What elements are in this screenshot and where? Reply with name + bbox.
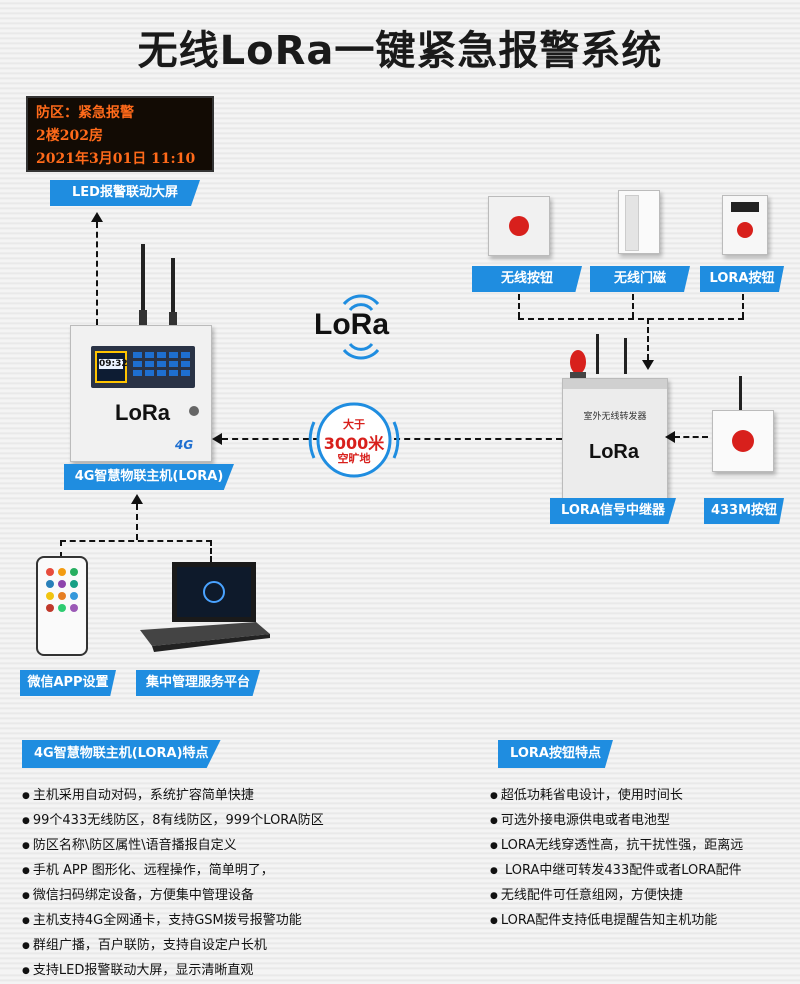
list-item: 无线配件可任意组网，方便快捷 (490, 884, 743, 909)
connector-led-host (96, 222, 98, 325)
distance-value: 3000米 (323, 434, 385, 453)
arrow-up-icon (131, 494, 143, 504)
connector-repeater-host (222, 438, 562, 440)
alarm-button-icon (737, 222, 753, 238)
list-item: 主机采用自动对码，系统扩容简单快捷 (22, 784, 324, 809)
page-title: 无线LoRa一键紧急报警系统 (137, 28, 663, 74)
connector-top-bus (518, 318, 744, 320)
led-line-room: 2楼202房 (36, 128, 103, 144)
laptop-device (132, 560, 272, 660)
connector-clients-bus (60, 540, 212, 542)
alarm-button-icon (509, 216, 529, 236)
list-item: 主机支持4G全网通卡，支持GSM拨号报警功能 (22, 909, 324, 934)
button-433-antenna (736, 376, 746, 414)
host-display: 09:32 (95, 351, 128, 383)
door-sensor-device (618, 190, 660, 254)
arrow-up-icon (91, 212, 103, 222)
door-sensor-part (625, 195, 639, 251)
host-keypad (133, 352, 191, 388)
app-grid-icon (46, 568, 78, 612)
list-item: 群组广播，百户联防，支持自设定户长机 (22, 934, 324, 959)
lora-button-device (722, 195, 768, 255)
wechat-app-label: 微信APP设置 (20, 670, 116, 696)
management-platform-label: 集中管理服务平台 (136, 670, 260, 696)
arrow-left-icon (212, 433, 222, 445)
wireless-button-device (488, 196, 550, 256)
lora-logo: LoRa (306, 292, 416, 362)
repeater-device: 室外无线转发器 LoRa (562, 378, 668, 502)
list-item: LORA无线穿透性高，抗干扰性强，距离远 (490, 834, 743, 859)
repeater-lora-logo: LoRa (589, 441, 639, 463)
repeater-cap (563, 379, 667, 389)
wireless-button-label: 无线按钮 (472, 266, 582, 292)
signal-waves-icon (342, 294, 380, 360)
list-item: 防区名称\防区属性\语音播报自定义 (22, 834, 324, 859)
signal-ring-icon (308, 402, 400, 478)
led-display-label: LED报警联动大屏 (50, 180, 200, 206)
connector-laptop (210, 540, 212, 562)
connector-wireless-button (518, 294, 520, 318)
host-features-list: 主机采用自动对码，系统扩容简单快捷 99个433无线防区，8有线防区，999个L… (22, 784, 324, 984)
host-lora-logo: LoRa (115, 400, 170, 425)
connector-bus-repeater (647, 318, 649, 360)
button-433-device (712, 410, 774, 472)
connector-door-sensor (632, 294, 634, 318)
lora-button-label: LORA按钮 (700, 266, 784, 292)
repeater-label: LORA信号中继器 (550, 498, 676, 524)
list-item: LORA中继可转发433配件或者LORA配件 (490, 859, 743, 884)
lora-logo-text: LoRa (314, 308, 389, 341)
host-antennas (131, 240, 191, 330)
distance-more-than: 大于 (343, 418, 365, 431)
connector-clients-host (136, 504, 138, 540)
alarm-button-icon (732, 430, 754, 452)
list-item: 手机 APP 图形化、远程操作，简单明了， (22, 859, 324, 884)
repeater-top (566, 330, 666, 380)
distance-badge: 大于 3000米 空旷地 (306, 392, 402, 488)
arrow-left-icon (665, 431, 675, 443)
button-features-heading: LORA按钮特点 (498, 740, 613, 768)
connector-lora-button (742, 294, 744, 318)
repeater-caption: 室外无线转发器 (583, 412, 647, 422)
arrow-down-icon (642, 360, 654, 370)
button-433-label: 433M按钮 (704, 498, 784, 524)
led-line-datetime: 2021年3月01日 11:10 (36, 151, 196, 167)
connector-433-repeater (674, 436, 708, 438)
distance-open-area: 空旷地 (337, 452, 371, 465)
list-item: LORA配件支持低电提醒告知主机功能 (490, 909, 743, 934)
list-item: 99个433无线防区，8有线防区，999个LORA防区 (22, 809, 324, 834)
led-line-zone: 防区：紧急报警 (36, 105, 134, 121)
host-display-time: 09:32 (99, 359, 128, 369)
list-item: 微信扫码绑定设备，方便集中管理设备 (22, 884, 324, 909)
list-item: 超低功耗省电设计，使用时间长 (490, 784, 743, 809)
host-device: 09:32 LoRa 4G (70, 325, 212, 462)
led-alarm-screen: 防区：紧急报警 2楼202房 2021年3月01日 11:10 (26, 96, 214, 172)
host-4g-mark: 4G (175, 438, 194, 452)
button-features-list: 超低功耗省电设计，使用时间长 可选外接电源供电或者电池型 LORA无线穿透性高，… (490, 784, 743, 934)
host-label: 4G智慧物联主机(LORA) (64, 464, 234, 490)
host-key-icon (189, 406, 199, 416)
phone-device (36, 556, 88, 656)
host-features-heading: 4G智慧物联主机(LORA)特点 (22, 740, 221, 768)
lora-button-screen (731, 202, 759, 212)
door-sensor-label: 无线门磁 (590, 266, 690, 292)
list-item: 可选外接电源供电或者电池型 (490, 809, 743, 834)
connector-phone (60, 540, 62, 558)
